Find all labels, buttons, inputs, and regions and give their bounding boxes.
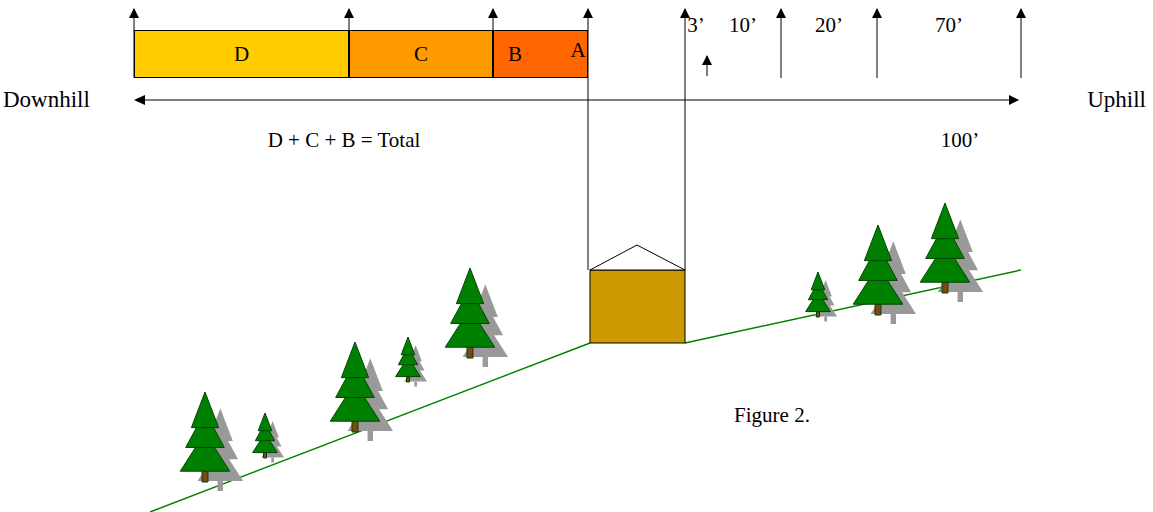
text-label: 100’ <box>941 128 980 152</box>
tree <box>817 312 820 317</box>
roof <box>590 245 685 270</box>
marker-arrow <box>877 9 878 78</box>
tree <box>401 337 415 355</box>
text-label: Uphill <box>1087 88 1146 112</box>
marker-arrow <box>685 9 686 78</box>
tree <box>864 225 891 261</box>
tree-shadow <box>218 481 223 491</box>
text-label: A <box>570 38 585 62</box>
direction-arrow <box>137 100 1018 101</box>
distance-label: 3’ <box>687 13 705 37</box>
distance-band: D <box>134 30 349 78</box>
tree <box>407 377 410 382</box>
boundary-line <box>588 78 589 270</box>
arrow-head <box>134 95 145 105</box>
tree <box>811 272 825 290</box>
marker-arrow <box>781 9 782 78</box>
tree <box>264 453 267 458</box>
ground-line <box>150 343 590 512</box>
tree <box>202 471 208 482</box>
band-label: B <box>508 42 522 66</box>
tree-shadow <box>414 382 417 387</box>
band-label: D <box>234 42 249 66</box>
tree <box>467 347 473 358</box>
trees <box>180 203 983 491</box>
figure-caption: Figure 2. <box>734 403 810 427</box>
tree-shadow <box>271 458 274 463</box>
tree <box>942 282 948 293</box>
tree <box>456 268 483 304</box>
tree <box>931 203 958 239</box>
boundary-line <box>685 78 686 270</box>
tree <box>875 304 881 315</box>
marker-arrow <box>707 56 708 76</box>
tree-shadow <box>891 314 896 324</box>
marker-arrow <box>1021 9 1022 78</box>
house <box>590 270 685 343</box>
text-label: D + C + B = Total <box>268 128 421 152</box>
distance-band: C <box>349 30 493 78</box>
tree-shadow <box>824 317 827 322</box>
tree <box>352 421 358 432</box>
text-label: Downhill <box>3 88 90 112</box>
distance-label: 20’ <box>815 13 843 37</box>
tree-shadow <box>483 357 488 367</box>
band-label: C <box>414 42 428 66</box>
tree-shadow <box>958 292 963 302</box>
tree <box>191 392 218 428</box>
tree <box>341 342 368 378</box>
distance-label: 70’ <box>935 13 963 37</box>
tree <box>258 413 272 431</box>
distance-label: 10’ <box>729 13 757 37</box>
tree-shadow <box>368 431 373 441</box>
